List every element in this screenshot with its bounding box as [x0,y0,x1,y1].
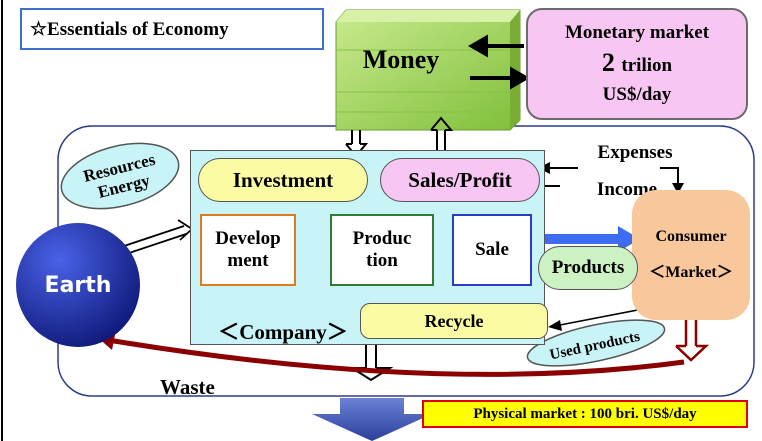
resources-ellipse [60,142,180,210]
money-market-arrows [467,34,531,90]
monetary-amount-unit: trilion [621,55,673,76]
monetary-market-title: Monetary market [564,22,710,43]
recycle-box: Recycle [360,303,548,339]
money-stack-icon [335,9,521,131]
used-products-label: Used products [520,322,670,370]
production-line2: tion [366,250,398,271]
development-line2: ment [227,250,269,271]
physical-market-box: Physical market : 100 bri. US$/day [422,400,748,428]
used-products-text: Used products [548,328,642,363]
investment-box: Investment [198,158,368,202]
monetary-market-box: Monetary market 2 trilion US$/day [526,8,748,120]
title-text: ☆Essentials of Economy [30,18,229,40]
consumer-to-waste-arrow [675,320,710,362]
development-box: Develop ment [200,214,296,286]
earth-globe-icon [16,223,140,347]
expenses-label: Expenses [597,142,673,163]
consumer-box: Consumer ＜Market＞ [632,190,750,320]
expenses-income-arrows [538,162,684,194]
sale-box: Sale [452,214,532,286]
consumer-market-label: ＜Market＞ [649,264,733,281]
used-products-arrow [548,307,649,331]
title-box: ☆Essentials of Economy [20,8,324,50]
sales-profit-box: Sales/Profit [380,158,540,202]
earth-label: Earth [44,272,112,298]
monetary-amount-number: 2 [601,48,615,77]
company-to-waste-arrow [351,345,394,382]
monetary-market-rate: US$/day [602,84,672,105]
company-label: ＜Company＞ [218,320,348,344]
physical-flow-down-arrow [312,398,432,441]
resources-label: Resources Energy [60,148,184,208]
product-arrow [540,226,640,252]
money-label: Money [362,45,440,74]
production-line1: Produc [352,228,412,250]
development-line1: Develop [215,228,281,250]
consumer-label: Consumer [655,228,727,245]
products-box: Products [538,246,638,290]
monetary-market-amount: 2 trilion [602,48,672,78]
used-products-ellipse [526,319,666,367]
waste-label: Waste [160,374,215,399]
production-box: Produc tion [330,214,434,286]
